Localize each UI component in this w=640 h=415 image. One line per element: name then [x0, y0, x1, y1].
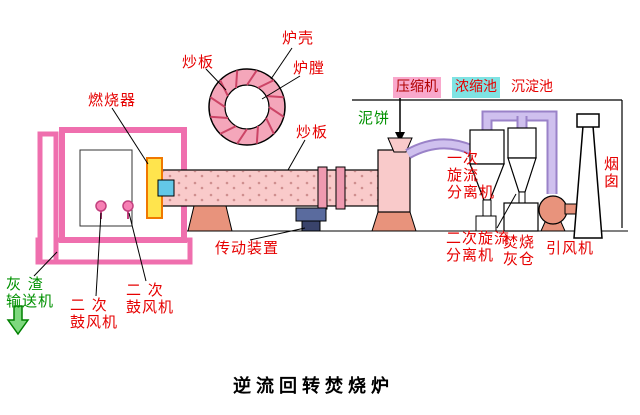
- label-burner: 燃烧器: [88, 91, 137, 109]
- label-concentration-pool: 浓缩池: [452, 77, 500, 98]
- label-secondary-cyclone: 二次旋流 分离机: [446, 229, 511, 264]
- label-induced-fan: 引风机: [546, 239, 595, 257]
- label-ash-conveyor: 灰 渣 输送机: [6, 275, 55, 310]
- cross-section-ring: [208, 68, 286, 146]
- label-chimney: 烟 囱: [604, 155, 621, 190]
- diagram-title: 逆流回转焚烧炉: [233, 376, 394, 397]
- gas-pipes: [405, 110, 558, 194]
- blower-shapes: [95, 200, 134, 219]
- label-stir-plate-top: 炒板: [182, 53, 215, 71]
- secondary-cyclone-shape: [507, 127, 537, 206]
- label-furnace-chamber: 炉膛: [293, 59, 326, 77]
- induced-fan-shape: [538, 195, 580, 232]
- rotary-kiln: [161, 166, 403, 210]
- mud-cake-arrow: [395, 97, 405, 142]
- label-compressor: 压缩机: [393, 77, 441, 98]
- label-sedimentation-pool: 沉淀池: [511, 78, 553, 95]
- discharge-arrow: [6, 305, 30, 336]
- label-primary-cyclone: 一次 旋流 分离机: [447, 149, 496, 201]
- burner-shape: [146, 157, 175, 219]
- label-transmission: 传动装置: [215, 239, 280, 257]
- label-stir-plate-mid: 炒板: [296, 123, 329, 141]
- ash-bin-shape: [503, 202, 539, 232]
- label-blower-right: 二 次 鼓风机: [126, 281, 175, 316]
- label-furnace-shell: 炉壳: [282, 29, 315, 47]
- chimney-shape: [573, 113, 603, 239]
- primary-cyclone-shape: [469, 129, 505, 232]
- label-blower-left: 二 次 鼓风机: [70, 296, 119, 331]
- kiln-supports: [187, 205, 417, 232]
- feed-head: [377, 137, 413, 213]
- label-ash-bin: 焚烧 灰仓: [503, 233, 536, 268]
- process-line: [352, 99, 623, 228]
- leader-lines: [33, 47, 517, 297]
- transmission-device: [295, 207, 327, 232]
- label-mud-cake: 泥饼: [358, 109, 391, 127]
